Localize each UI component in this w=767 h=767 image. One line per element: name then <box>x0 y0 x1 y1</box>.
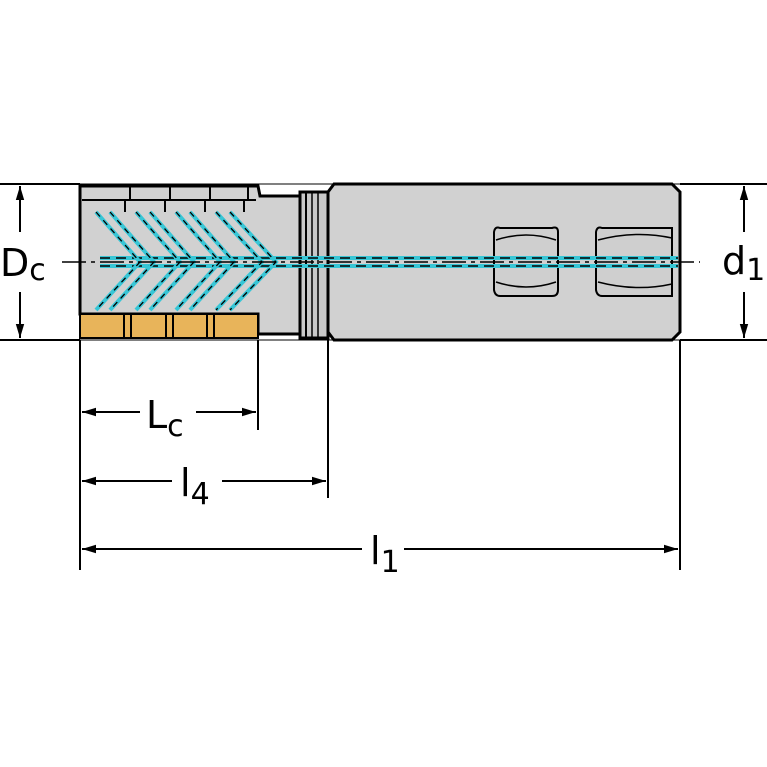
l4-label: l4 <box>180 461 210 512</box>
dimension-lines <box>0 183 767 570</box>
dimension-labels: Dc d1 Lc l4 l1 <box>0 238 767 580</box>
dc-label: Dc <box>0 241 46 288</box>
l1-label: l1 <box>370 529 400 580</box>
d1-label: d1 <box>722 239 765 288</box>
lc-label: Lc <box>146 393 184 444</box>
cutting-inserts <box>79 313 259 339</box>
flute-notches <box>82 186 256 212</box>
